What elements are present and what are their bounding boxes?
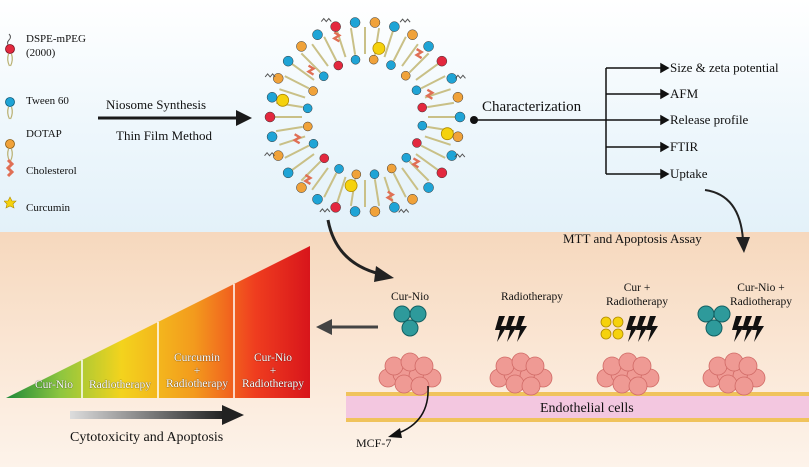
cytotoxicity-label: Cytotoxicity and Apoptosis: [70, 430, 224, 445]
char-item-uptake: Uptake: [670, 166, 708, 181]
legend-cholesterol-label: Cholesterol: [26, 165, 77, 177]
niosome-to-curnio-arrow: [326, 219, 394, 282]
niosome-vesicle: [264, 17, 466, 217]
synthesis-line1: Niosome Synthesis: [106, 97, 207, 112]
legend-dspe-label: DSPE-mPEG (2000): [26, 33, 86, 59]
result-arrow: [316, 319, 378, 335]
assay-label: MTT and Apoptosis Assay: [563, 231, 702, 246]
triangle-label-radio: Radiotherapy: [89, 379, 151, 391]
legend-icons: [3, 32, 18, 222]
cell-scene: [346, 305, 809, 438]
efficacy-triangle: [6, 246, 310, 398]
group-label-radio: Radiotherapy: [501, 291, 563, 303]
characterization-title: Characterization: [482, 99, 582, 115]
characterization-tree: [470, 62, 670, 180]
legend-tween-label: Tween 60: [26, 95, 69, 107]
endothelial-label: Endothelial cells: [540, 401, 634, 416]
legend-dotap-label: DOTAP: [26, 128, 62, 140]
triangle-label-curnio: Cur-Nio: [34, 379, 74, 391]
group-label-cur-radio: Cur + Radiotherapy: [606, 282, 668, 308]
char-item-release: Release profile: [670, 112, 749, 127]
triangle-label-cur-radio: Curcumin + Radiotherapy: [166, 352, 228, 390]
triangle-label-curnio-radio: Cur-Nio + Radiotherapy: [242, 352, 304, 390]
cytotoxicity-arrow: [70, 405, 244, 425]
char-item-afm: AFM: [670, 86, 699, 101]
legend-curcumin-label: Curcumin: [26, 202, 70, 214]
mcf7-label: MCF-7: [356, 436, 392, 450]
char-item-ftir: FTIR: [670, 139, 699, 154]
group-label-curnio-radio: Cur-Nio + Radiotherapy: [730, 282, 792, 308]
synthesis-line2: Thin Film Method: [116, 128, 213, 143]
synthesis-arrow: [98, 110, 252, 126]
assay-arrow: [704, 189, 750, 253]
group-label-curnio: Cur-Nio: [390, 291, 430, 303]
char-item-size: Size & zeta potential: [670, 60, 779, 75]
